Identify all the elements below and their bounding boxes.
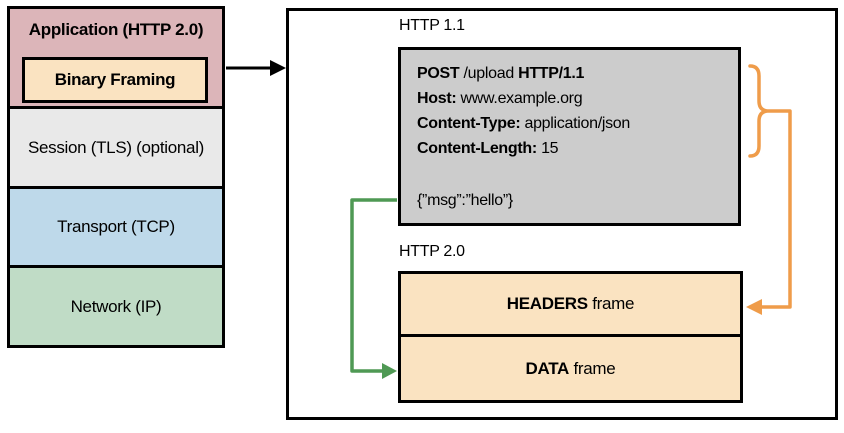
layer-session: Session (TLS) (optional) bbox=[10, 109, 222, 189]
request-body-json: {”msg”:”hello”} bbox=[417, 192, 513, 209]
layer-transport: Transport (TCP) bbox=[10, 189, 222, 268]
request-line-host: Host: www.example.org bbox=[417, 90, 583, 107]
stack-to-panel-arrowhead bbox=[270, 60, 286, 76]
protocol-stack: Application (HTTP 2.0) Binary Framing Se… bbox=[7, 6, 225, 348]
layer-network: Network (IP) bbox=[10, 268, 222, 345]
layer-application-label: Application (HTTP 2.0) bbox=[28, 20, 204, 39]
stack-to-panel-arrow bbox=[226, 60, 286, 76]
layer-application: Application (HTTP 2.0) Binary Framing bbox=[10, 9, 222, 109]
request-line-content-length: Content-Length: 15 bbox=[417, 140, 559, 157]
layer-network-label: Network (IP) bbox=[70, 296, 162, 316]
request-line-content-type: Content-Type: application/json bbox=[417, 115, 630, 132]
binary-framing-label: Binary Framing bbox=[54, 70, 176, 89]
http20-section-label: HTTP 2.0 bbox=[399, 243, 465, 260]
http11-request-box: POST /upload HTTP/1.1 Host: www.example.… bbox=[398, 47, 741, 226]
http20-frames-box: HEADERS frame DATA frame bbox=[398, 271, 743, 403]
http11-section-label: HTTP 1.1 bbox=[399, 17, 465, 34]
layer-session-label: Session (TLS) (optional) bbox=[27, 137, 205, 157]
layer-transport-label: Transport (TCP) bbox=[57, 217, 175, 236]
binary-framing-box: Binary Framing bbox=[22, 57, 208, 103]
headers-frame-box: HEADERS frame bbox=[401, 274, 740, 337]
request-line-start: POST /upload HTTP/1.1 bbox=[417, 65, 585, 82]
data-frame-box: DATA frame bbox=[525, 358, 616, 378]
